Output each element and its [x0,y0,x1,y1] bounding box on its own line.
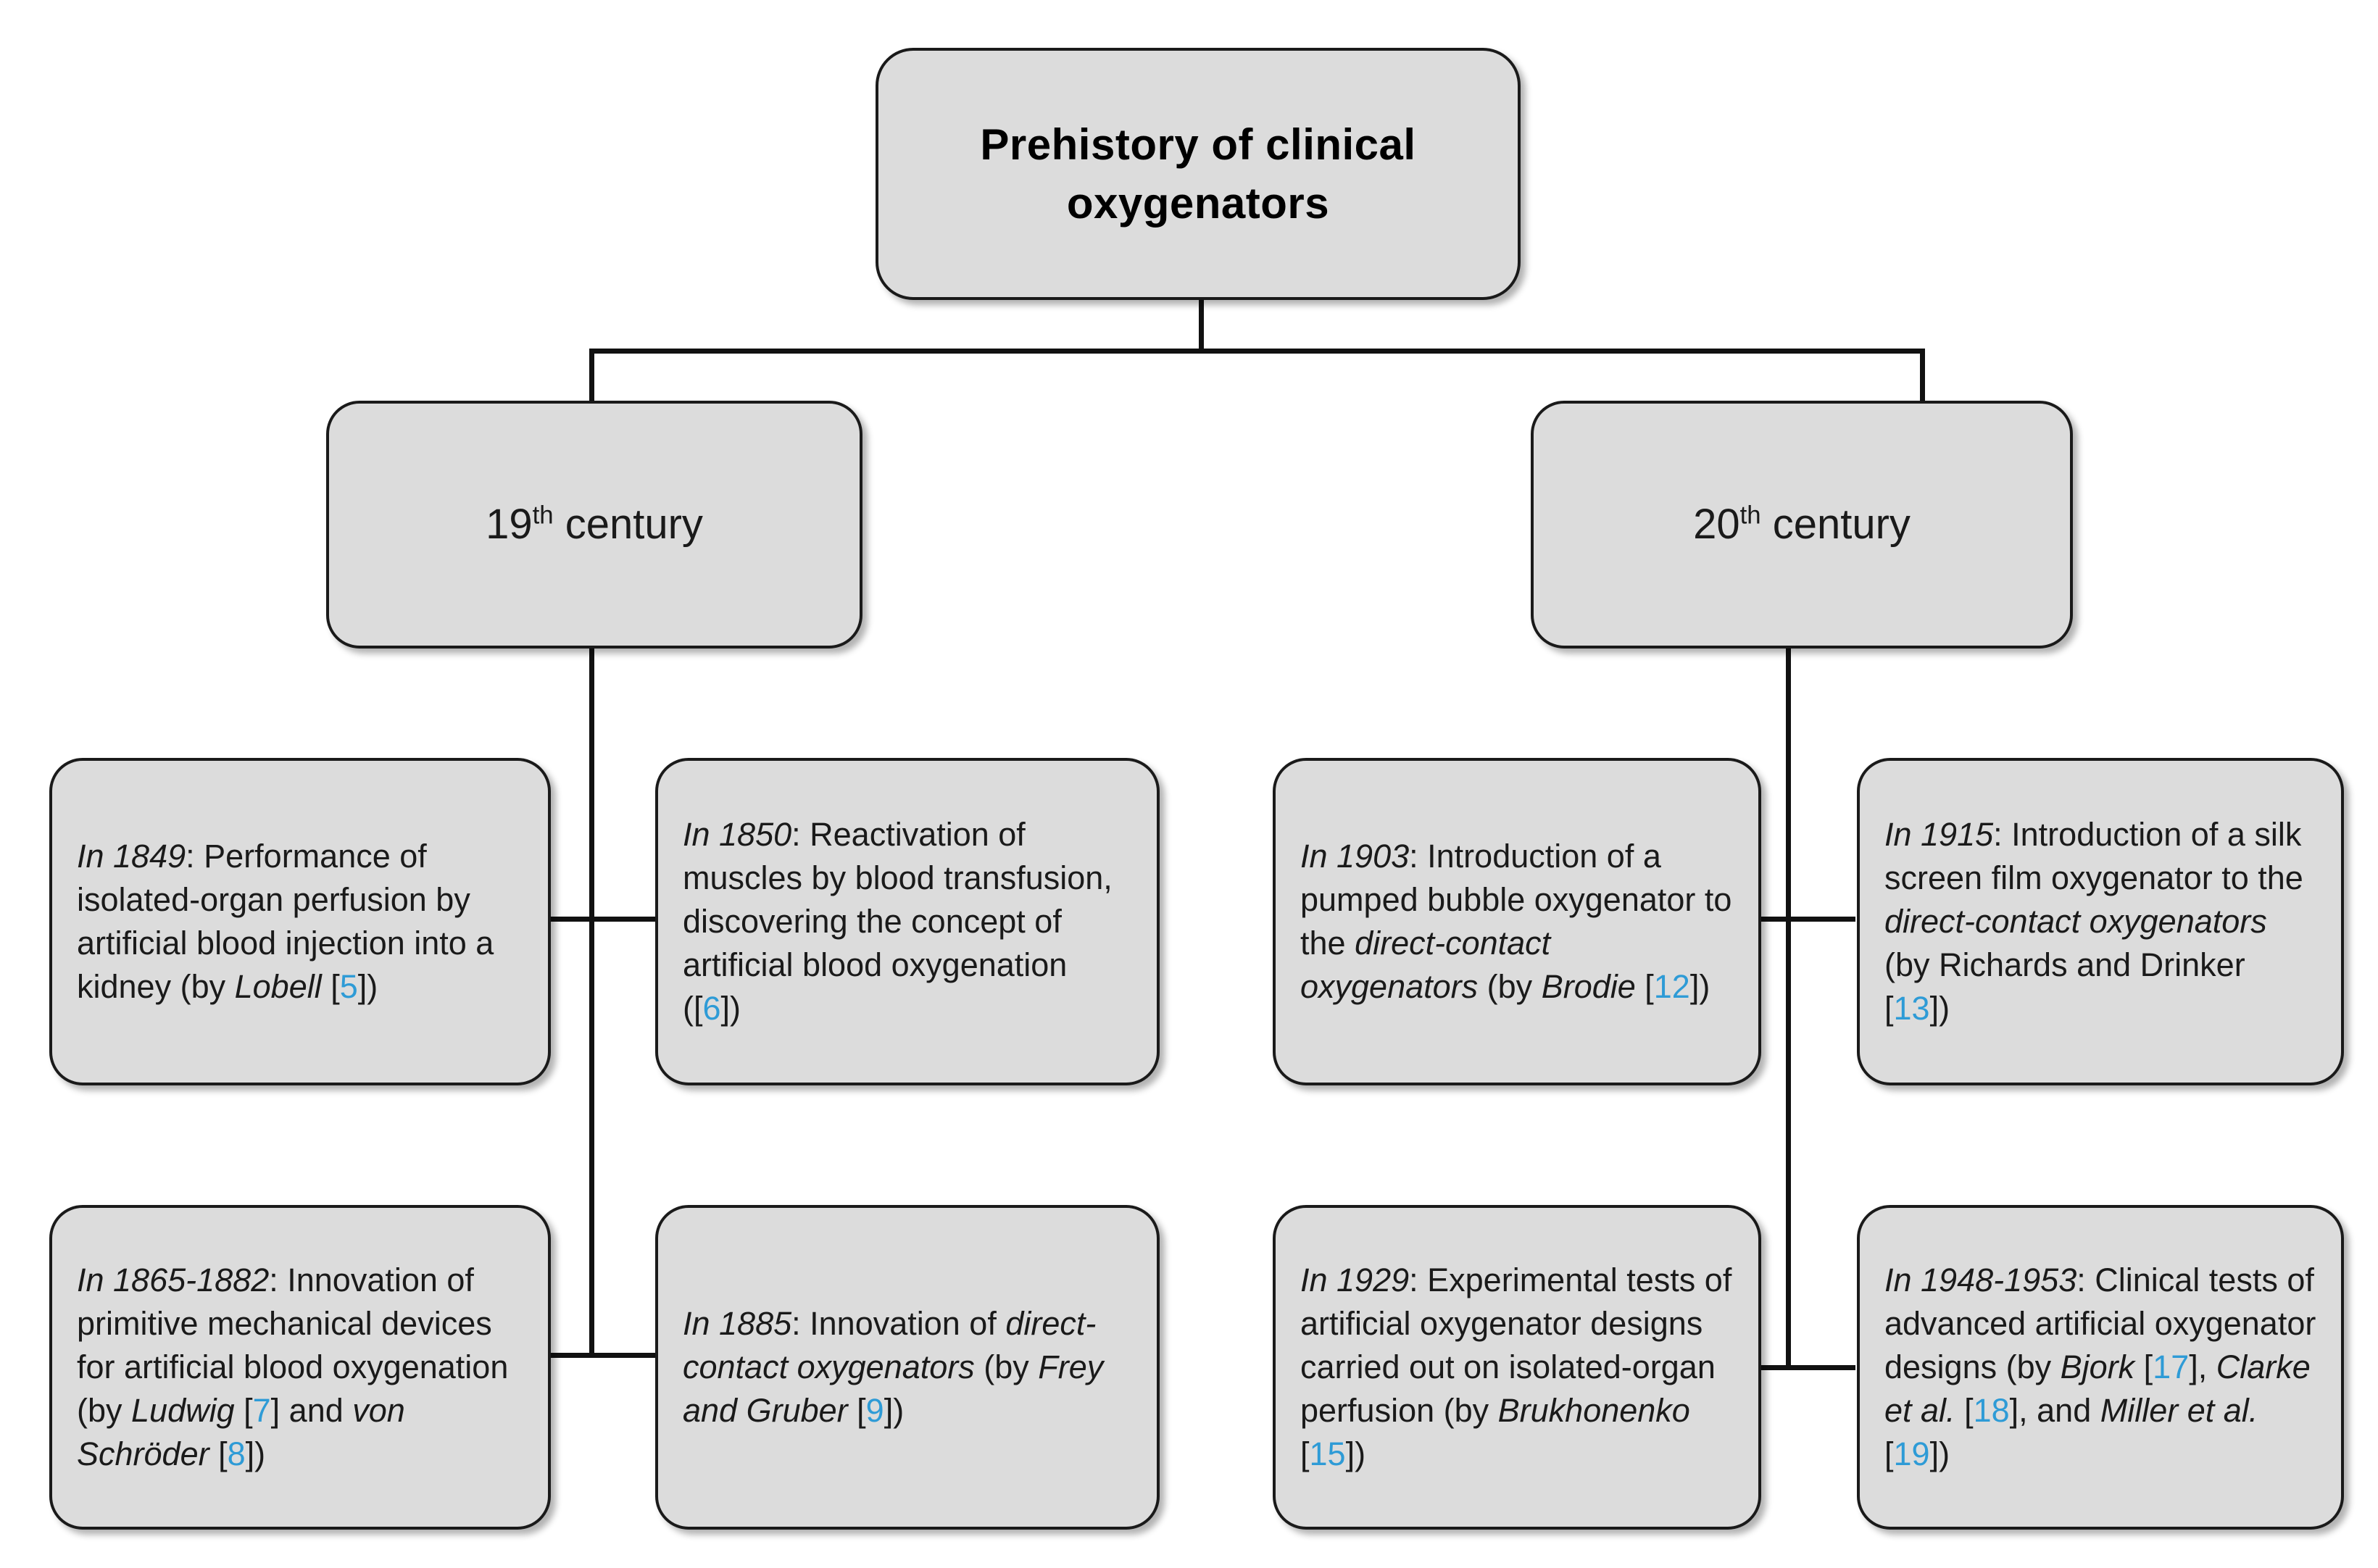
node-leaf-1885-text: In 1885: Innovation of direct-contact ox… [683,1305,1104,1429]
connector-20th-row1-stub [1745,917,1855,922]
node-leaf-1850-text: In 1850: Reactivation of muscles by bloo… [683,816,1113,1027]
node-19th-century-label: 19th century [486,501,703,549]
node-leaf-1885[interactable]: In 1885: Innovation of direct-contact ox… [655,1205,1160,1530]
node-leaf-1903-text: In 1903: Introduction of a pumped bubble… [1300,838,1732,1005]
connector-20th-spine [1786,646,1791,1370]
connector-root-stem [1199,296,1204,351]
connector-bus-to-19th [589,349,594,404]
ordinal-suffix-th: th [1739,501,1761,530]
connector-20th-row2-stub [1745,1365,1855,1370]
connector-bus-to-20th [1920,349,1925,404]
connector-19th-row2-stub [549,1353,659,1358]
node-19th-century[interactable]: 19th century [326,401,862,649]
node-leaf-1903[interactable]: In 1903: Introduction of a pumped bubble… [1273,758,1761,1085]
node-leaf-1948-1953-text: In 1948-1953: Clinical tests of advanced… [1884,1262,2316,1472]
node-leaf-1865-1882-text: In 1865-1882: Innovation of primitive me… [77,1262,509,1472]
node-leaf-1865-1882[interactable]: In 1865-1882: Innovation of primitive me… [49,1205,551,1530]
node-leaf-1929-text: In 1929: Experimental tests of artificia… [1300,1262,1732,1472]
node-leaf-1915[interactable]: In 1915: Introduction of a silk screen f… [1857,758,2344,1085]
node-leaf-1948-1953[interactable]: In 1948-1953: Clinical tests of advanced… [1857,1205,2344,1530]
node-leaf-1850[interactable]: In 1850: Reactivation of muscles by bloo… [655,758,1160,1085]
node-leaf-1849-text: In 1849: Performance of isolated-organ p… [77,838,494,1005]
node-20th-century[interactable]: 20th century [1531,401,2073,649]
node-leaf-1929[interactable]: In 1929: Experimental tests of artificia… [1273,1205,1761,1530]
node-leaf-1915-text: In 1915: Introduction of a silk screen f… [1884,816,2303,1027]
node-root-prehistory[interactable]: Prehistory of clinical oxygenators [876,48,1521,300]
node-root-label: Prehistory of clinical oxygenators [980,120,1416,228]
connector-19th-row1-stub [549,917,659,922]
node-20th-century-label: 20th century [1693,501,1911,549]
connector-root-bus [589,349,1925,354]
connector-19th-spine [589,646,594,1358]
node-leaf-1849[interactable]: In 1849: Performance of isolated-organ p… [49,758,551,1085]
ordinal-suffix-th: th [532,501,554,530]
